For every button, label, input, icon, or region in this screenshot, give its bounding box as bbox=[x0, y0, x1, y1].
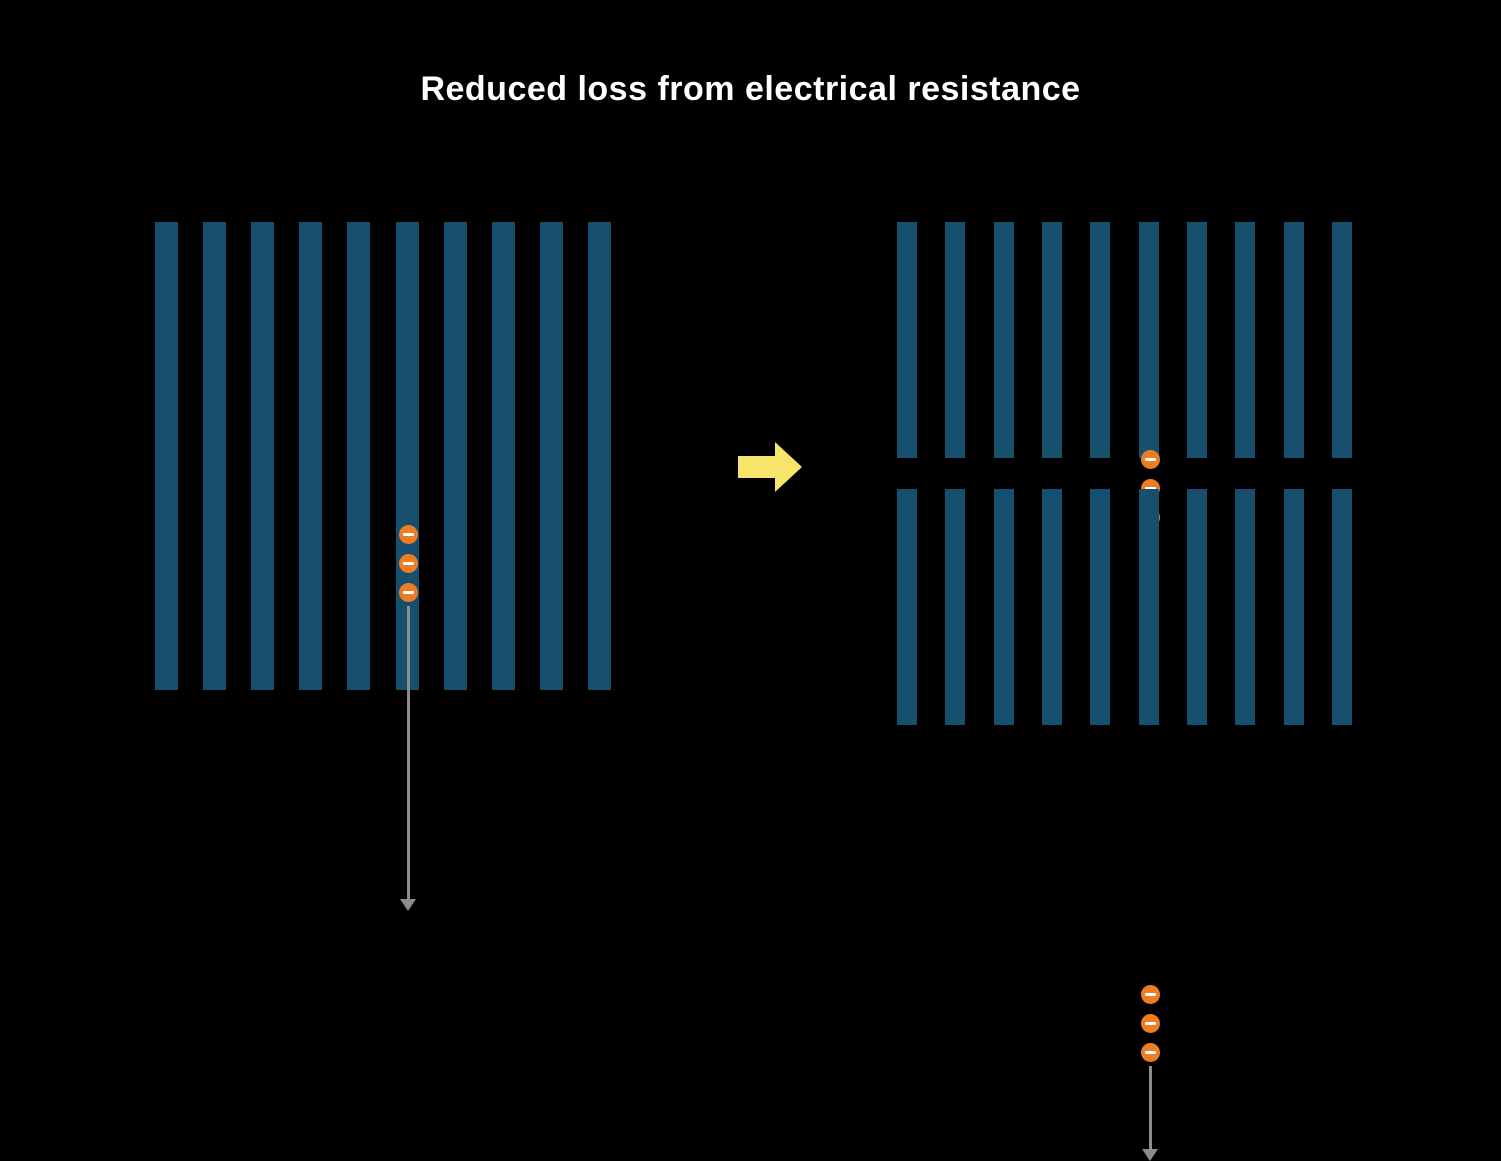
cell-bar bbox=[1186, 222, 1207, 458]
cell-bar bbox=[1235, 222, 1256, 458]
cell-bar bbox=[1331, 222, 1352, 458]
arrow-down-icon bbox=[406, 606, 410, 900]
electron-group bbox=[1140, 985, 1160, 1062]
half-cut-bottom-bars bbox=[897, 489, 1352, 725]
cell-bar bbox=[443, 222, 467, 690]
page-title: Reduced loss from electrical resistance bbox=[420, 70, 1081, 108]
cell-bar bbox=[539, 222, 563, 690]
cell-bar bbox=[897, 489, 917, 725]
diagram: Reduced loss from electrical resistance bbox=[155, 70, 1352, 1161]
cell-bar bbox=[1090, 222, 1111, 458]
cell-bar bbox=[299, 222, 323, 690]
electron-minus-icon bbox=[1140, 450, 1160, 469]
electron-minus-icon bbox=[398, 583, 418, 602]
cell-bar bbox=[1235, 489, 1256, 725]
full-cell-panel bbox=[155, 222, 611, 911]
cell-bar bbox=[491, 222, 515, 690]
electron-minus-icon bbox=[398, 525, 418, 544]
cell-bar bbox=[945, 489, 966, 725]
electron-group bbox=[398, 525, 418, 602]
arrow-down-icon bbox=[1148, 1066, 1152, 1150]
cell-bar bbox=[587, 222, 611, 690]
cell-bar bbox=[1186, 489, 1207, 725]
cell-bar bbox=[945, 222, 966, 458]
half-cut-cell-bottom-panel bbox=[897, 489, 1352, 1161]
cell-bar bbox=[1138, 489, 1159, 725]
electron-flow-half-cut-bottom bbox=[1139, 985, 1161, 1161]
cell-bar bbox=[395, 222, 419, 690]
cell-bar bbox=[1041, 489, 1062, 725]
cell-bar bbox=[251, 222, 275, 690]
electron-minus-icon bbox=[1140, 1043, 1160, 1062]
full-cell-bars bbox=[155, 222, 611, 690]
electron-minus-icon bbox=[1140, 1014, 1160, 1033]
cell-bar bbox=[1138, 222, 1159, 458]
cell-bar bbox=[897, 222, 917, 458]
cell-bar bbox=[347, 222, 371, 690]
cell-bar bbox=[1283, 489, 1304, 725]
cell-bar bbox=[155, 222, 178, 690]
half-cut-cell-top-panel bbox=[897, 222, 1352, 627]
electron-minus-icon bbox=[398, 554, 418, 573]
cell-bar bbox=[993, 222, 1014, 458]
arrow-right-icon bbox=[738, 442, 802, 492]
cell-bar bbox=[1331, 489, 1352, 725]
cell-bar bbox=[1090, 489, 1111, 725]
electron-flow-full-cell bbox=[397, 525, 419, 911]
cell-bar bbox=[1283, 222, 1304, 458]
cell-bar bbox=[993, 489, 1014, 725]
cell-bar bbox=[1041, 222, 1062, 458]
electron-minus-icon bbox=[1140, 985, 1160, 1004]
arrow-down-head-icon bbox=[400, 899, 416, 911]
cell-bar bbox=[203, 222, 227, 690]
half-cut-top-bars bbox=[897, 222, 1352, 458]
arrow-down-head-icon bbox=[1142, 1149, 1158, 1161]
